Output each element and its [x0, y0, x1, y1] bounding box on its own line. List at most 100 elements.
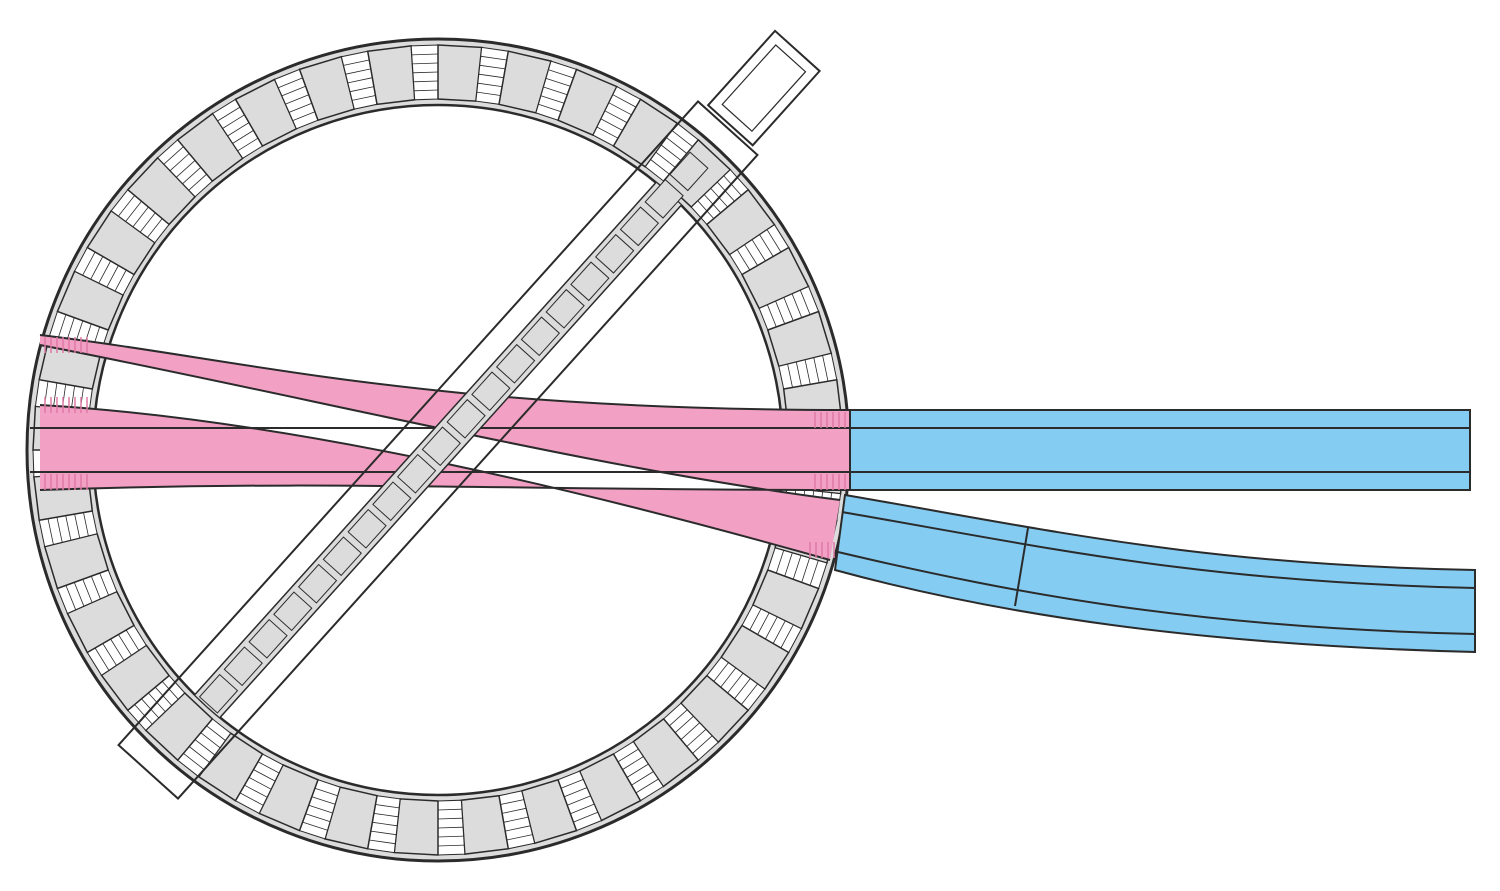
pit-tie-line [281, 85, 306, 97]
bridge-end-cap-inner [721, 44, 807, 133]
pit-tie-line [502, 807, 527, 814]
exit-track-straight [849, 409, 1471, 491]
pit-tie-line [767, 304, 777, 328]
pit-tie-line [83, 512, 89, 536]
pit-tie-line [343, 59, 370, 66]
pit-tie-line [799, 290, 811, 315]
exit-curved-body [833, 493, 1476, 654]
pit-tie-line [47, 518, 54, 545]
pit-tie-line [65, 585, 77, 610]
pit-tie-line [163, 146, 184, 165]
pit-slab [437, 44, 483, 102]
pit-tie-line [612, 94, 637, 108]
pit-tie-line [183, 753, 205, 770]
pit-tie-line [239, 792, 264, 806]
pit-tie-line [232, 130, 254, 144]
pit-tie-line [506, 834, 533, 841]
pit-tie-line [206, 725, 226, 741]
pit-tie-line [176, 160, 196, 178]
pit-tie-line [804, 359, 811, 385]
pit-tie-line [311, 796, 336, 805]
pink-track-body [40, 335, 850, 560]
pit-tie-line [669, 709, 688, 727]
exit-track-curved [833, 493, 1476, 654]
pit-tie-line [727, 672, 744, 694]
pit-tie-line [94, 647, 110, 671]
pit-tie-line [505, 825, 531, 832]
pit-tie-line [736, 249, 751, 271]
pit-tie-line [411, 53, 439, 56]
pit-tie-line [52, 382, 58, 409]
pit-tie-line [655, 151, 676, 168]
exit-curved-joint [1014, 527, 1029, 607]
pit-tie-line [73, 582, 85, 607]
pit-tie-line [253, 769, 276, 782]
pit-tie-line [477, 82, 503, 87]
pit-tie-line [548, 69, 574, 79]
pit-slab [393, 798, 439, 856]
pit-tie-line [479, 64, 506, 70]
bridge-segments [198, 151, 709, 714]
pit-tie-line [412, 71, 439, 74]
bridge-segment [223, 646, 263, 687]
pit-tie-line [765, 616, 778, 640]
bridge-segment [198, 673, 239, 714]
pit-tie-line [288, 102, 312, 113]
bridge-segment [297, 563, 338, 604]
pit-tie-line [437, 844, 465, 847]
pit-tie-line [369, 839, 396, 845]
pit-tie-line [437, 826, 464, 829]
pit-tie-line [822, 355, 829, 382]
bridge-segment [396, 453, 437, 494]
pit-tie-line [783, 297, 794, 321]
bridge-segment [520, 316, 561, 357]
pit-tie-line [503, 816, 529, 823]
bridge-segment [248, 618, 288, 659]
pit-tie-line [102, 643, 117, 666]
pit-tie-line [775, 550, 785, 574]
pit-tie-line [686, 729, 707, 747]
pit-tie-line [114, 269, 127, 292]
pit-tie-line [125, 629, 140, 651]
bridge-segment [619, 206, 660, 247]
pit-tie-line [98, 260, 111, 284]
bridge-segment [545, 288, 585, 329]
pit-tie-line [617, 748, 639, 763]
bridge-segment [669, 151, 709, 192]
pit-tie-line [227, 122, 250, 137]
pit-tie-line [222, 114, 245, 129]
pit-tie-line [538, 103, 562, 113]
bridge-deck-outline [117, 100, 759, 800]
pit-tie-line [118, 195, 135, 217]
pit-tie-line [125, 200, 142, 222]
pit-tie-line [217, 106, 241, 122]
pit-tie-line [543, 86, 568, 96]
pit-tie-line [500, 799, 524, 805]
bridge-segment [372, 481, 412, 522]
pit-tie-line [437, 808, 462, 811]
pit-tie-line [626, 763, 649, 778]
pit-tie-line [564, 787, 588, 798]
bridge-segment [495, 343, 536, 384]
pit-tie-line [744, 244, 758, 266]
pit-tie-line [780, 624, 794, 649]
pit-tie-line [90, 256, 104, 280]
pit-tie-line [480, 55, 507, 61]
pit-tie-line [373, 813, 399, 818]
pit-tie-line [795, 361, 802, 386]
pit-tie-line [720, 667, 737, 688]
bridge-segment [421, 426, 462, 467]
pit-tie-line [540, 95, 565, 104]
pit-tie-line [194, 739, 216, 756]
pit-tie-line [188, 173, 207, 191]
pit-tie-line [787, 364, 793, 388]
pit-slab [366, 45, 416, 106]
bridge-segment [594, 233, 635, 274]
pit-tie-line [635, 778, 659, 794]
pit-tie-line [723, 175, 742, 196]
pit-tie-line [106, 265, 119, 288]
pit-tie-line [161, 681, 179, 700]
pit-tie-line [188, 746, 210, 763]
pit-tie-line [437, 835, 464, 838]
exit-straight-body [849, 409, 1471, 491]
